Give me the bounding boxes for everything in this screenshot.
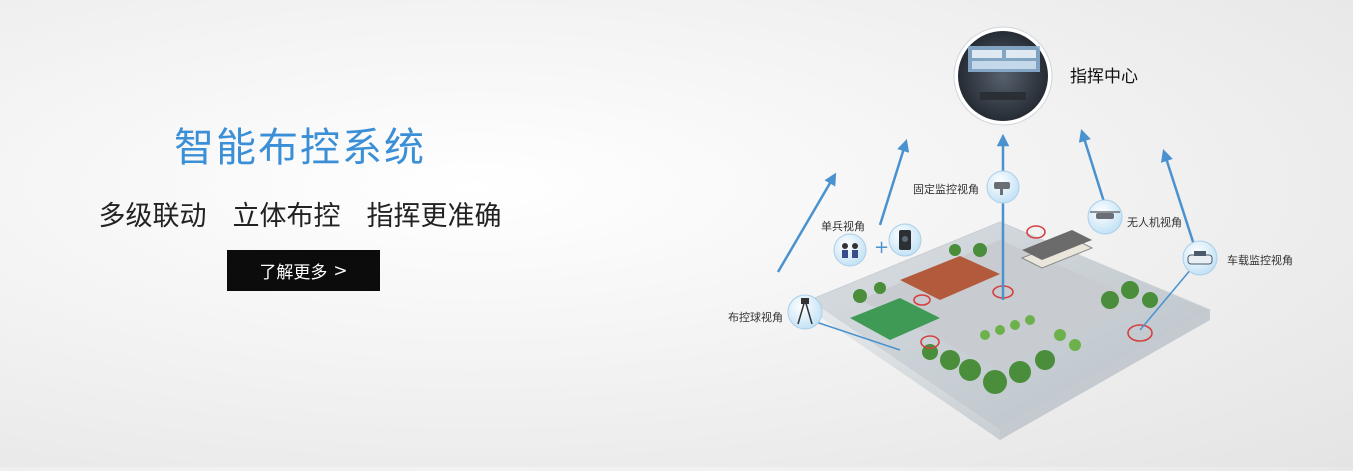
slogan-2: 立体布控 [232,201,341,232]
hero-title: 智能布控系统 [174,125,426,171]
soldier-label: 单兵视角 [821,220,865,233]
fixed-camera-label: 固定监控视角 [913,183,979,196]
hero-slogans: 多级联动 立体布控 指挥更准确 [60,194,540,233]
svg-text:+: + [874,237,889,258]
isometric-campus-map [808,221,1212,440]
learn-more-button[interactable]: 了解更多 > [227,250,380,291]
hero-text-block: 智能布控系统 多级联动 立体布控 指挥更准确 了解更多 > [60,120,540,291]
command-center-label: 指挥中心 [1070,67,1138,87]
drone-label: 无人机视角 [1127,216,1182,229]
dome-camera-label: 布控球视角 [728,311,783,324]
soldier-bubble: + [833,223,922,267]
vehicle-bubble [1182,240,1218,276]
chevron-right-icon: > [333,260,348,281]
drone-bubble [1087,199,1123,235]
fixed-camera-bubble [986,170,1020,204]
dome-camera-bubble [787,294,823,330]
slogan-3: 指挥更准确 [366,201,502,232]
vehicle-label: 车载监控视角 [1227,254,1293,267]
diagram-illustration: + [776,26,1218,440]
slogan-1: 多级联动 [98,201,207,232]
command-center-bubble [953,26,1053,126]
learn-more-label: 了解更多 [259,263,328,283]
surveillance-diagram: + 指挥中心 固定监控视角 单兵 [700,0,1353,467]
signal-arrows [776,129,1198,351]
